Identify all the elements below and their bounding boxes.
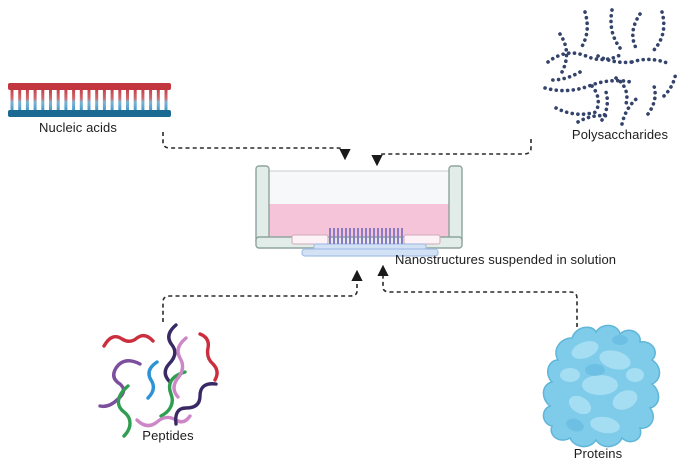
caption-label: Nanostructures suspended in solution <box>395 252 617 267</box>
proteins-label: Proteins <box>573 446 623 461</box>
peptides-icon <box>98 323 219 438</box>
solution-dish-icon <box>255 165 463 257</box>
dashed-arrow-nucleic-to-dish <box>162 132 351 161</box>
dashed-arrow-peptides-to-dish <box>162 269 363 322</box>
polysaccharides-icon <box>543 8 678 126</box>
dashed-arrow-polysaccharides-to-dish <box>371 139 532 167</box>
nanostructure-comb-icon <box>329 228 403 244</box>
nucleic-acids-label: Nucleic acids <box>39 120 117 135</box>
proteins-icon <box>542 324 661 448</box>
peptides-label: Peptides <box>142 428 194 443</box>
nucleic-acids-icon <box>8 83 171 117</box>
polysaccharides-label: Polysaccharides <box>571 127 669 142</box>
arrows <box>162 132 578 327</box>
dashed-arrow-proteins-to-dish <box>377 264 578 327</box>
